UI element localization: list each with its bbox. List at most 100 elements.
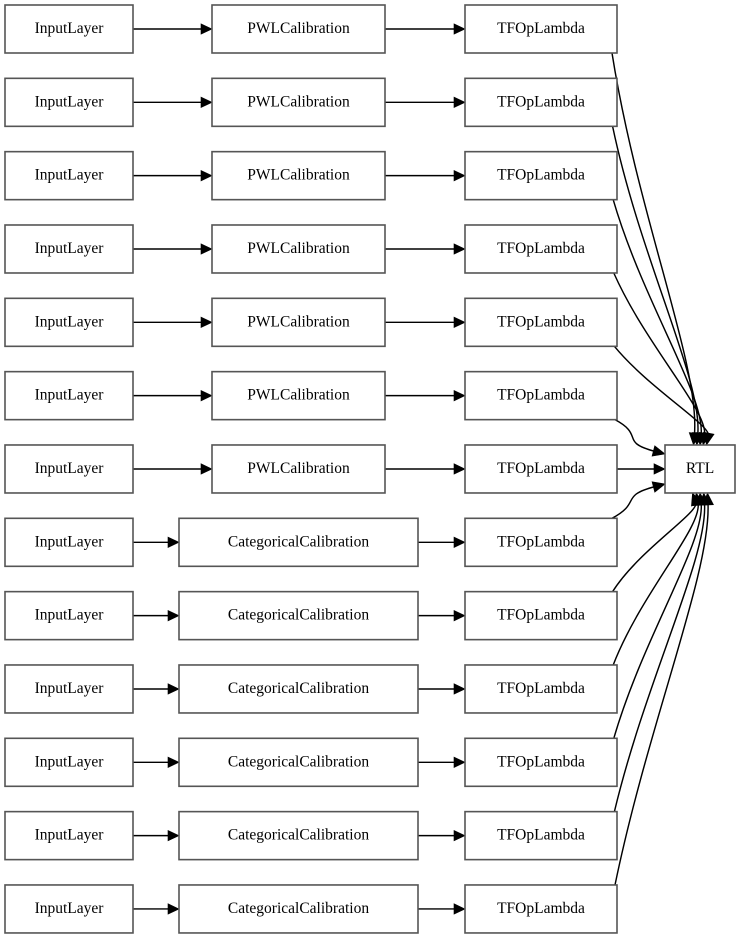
node-tfoplambda-12[interactable]: TFOpLambda [464,810,618,861]
node-input-layer-11[interactable]: InputLayer [4,737,134,788]
edge-input-to-calibration-3-arrowhead [200,169,213,182]
edge-lambda-to-rtl-5 [613,345,715,446]
node-tfoplambda-10-box [464,664,618,714]
node-calibration-11-label: CategoricalCalibration [228,753,369,770]
node-calibration-13-box [178,884,419,934]
node-calibration-4[interactable]: PWLCalibration [211,224,386,274]
node-calibration-10-box [178,664,419,714]
node-calibration-6[interactable]: PWLCalibration [211,370,386,421]
node-calibration-10[interactable]: CategoricalCalibration [178,664,419,714]
edge-calibration-to-lambda-9-arrowhead [453,609,466,622]
node-tfoplambda-13[interactable]: TFOpLambda [464,884,618,934]
edge-lambda-to-rtl-4-line [613,272,706,436]
edge-calibration-to-lambda-4-arrowhead [453,243,466,255]
node-input-layer-8-label: InputLayer [35,533,105,550]
node-tfoplambda-11[interactable]: TFOpLambda [464,737,618,788]
edge-input-to-calibration-11-arrowhead [167,756,180,768]
node-tfoplambda-3[interactable]: TFOpLambda [464,150,618,201]
node-tfoplambda-13-box [464,884,618,934]
node-input-layer-13-label: InputLayer [35,900,105,917]
node-calibration-7[interactable]: PWLCalibration [211,444,386,494]
node-calibration-7-box [211,444,386,494]
node-input-layer-7[interactable]: InputLayer [4,444,134,494]
node-calibration-13[interactable]: CategoricalCalibration [178,884,419,934]
node-tfoplambda-2[interactable]: TFOpLambda [464,77,618,128]
node-input-layer-8[interactable]: InputLayer [4,517,134,568]
node-tfoplambda-13-label: TFOpLambda [497,900,585,917]
edge-input-to-calibration-12 [133,829,180,842]
node-calibration-9[interactable]: CategoricalCalibration [178,590,419,641]
node-tfoplambda-9-box [464,590,618,641]
edge-lambda-to-rtl-13 [614,492,714,886]
node-calibration-1[interactable]: PWLCalibration [211,4,386,54]
node-calibration-2[interactable]: PWLCalibration [211,77,386,128]
edge-input-to-calibration-11 [133,756,180,768]
node-tfoplambda-1[interactable]: TFOpLambda [464,4,618,54]
node-tfoplambda-11-label: TFOpLambda [497,753,585,770]
node-tfoplambda-7[interactable]: TFOpLambda [464,444,618,494]
edge-input-to-calibration-6-arrowhead [200,389,213,402]
edge-calibration-to-lambda-1 [385,23,466,35]
node-tfoplambda-1-box [464,4,618,54]
edge-input-to-calibration-12-arrowhead [167,829,180,842]
node-tfoplambda-5-label: TFOpLambda [497,313,585,330]
node-tfoplambda-9[interactable]: TFOpLambda [464,590,618,641]
node-input-layer-4[interactable]: InputLayer [4,224,134,274]
edge-calibration-to-lambda-10-arrowhead [453,683,466,695]
edge-calibration-to-lambda-3 [385,169,466,182]
node-calibration-3-box [211,150,386,201]
node-rtl-label: RTL [686,460,714,477]
node-tfoplambda-4-box [464,224,618,274]
edge-calibration-to-lambda-13 [418,903,466,915]
node-calibration-8-label: CategoricalCalibration [228,533,369,550]
node-tfoplambda-4-label: TFOpLambda [497,240,585,257]
node-input-layer-9-label: InputLayer [35,607,105,624]
node-calibration-5-box [211,297,386,348]
node-input-layer-5[interactable]: InputLayer [4,297,134,348]
node-calibration-11[interactable]: CategoricalCalibration [178,737,419,788]
node-tfoplambda-11-box [464,737,618,788]
node-tfoplambda-6[interactable]: TFOpLambda [464,370,618,421]
node-input-layer-6-label: InputLayer [35,387,105,404]
node-calibration-12[interactable]: CategoricalCalibration [178,810,419,861]
node-input-layer-2[interactable]: InputLayer [4,77,134,128]
node-input-layer-13[interactable]: InputLayer [4,884,134,934]
edge-calibration-to-lambda-11 [418,756,466,768]
node-calibration-11-box [178,737,419,788]
edge-input-to-calibration-6 [133,389,213,402]
node-calibration-5[interactable]: PWLCalibration [211,297,386,348]
edge-calibration-to-lambda-10 [418,683,466,695]
edge-lambda-to-rtl-9-line [611,502,697,593]
node-input-layer-12[interactable]: InputLayer [4,810,134,861]
edge-lambda-to-rtl-8-line [611,485,656,519]
node-input-layer-1[interactable]: InputLayer [4,4,134,54]
node-input-layer-9[interactable]: InputLayer [4,590,134,641]
edge-input-to-calibration-2 [133,96,213,109]
edge-input-to-calibration-13 [133,903,180,915]
node-calibration-3[interactable]: PWLCalibration [211,150,386,201]
edge-input-to-calibration-1 [133,23,213,35]
node-calibration-8[interactable]: CategoricalCalibration [178,517,419,568]
node-input-layer-3[interactable]: InputLayer [4,150,134,201]
node-tfoplambda-12-box [464,810,618,861]
node-tfoplambda-8[interactable]: TFOpLambda [464,517,618,568]
node-tfoplambda-5-box [464,297,618,348]
node-tfoplambda-3-box [464,150,618,201]
edge-lambda-to-rtl-5-arrowhead [703,431,715,446]
node-input-layer-10-box [4,664,134,714]
node-input-layer-6[interactable]: InputLayer [4,370,134,421]
edge-input-to-calibration-7-arrowhead [200,463,213,475]
node-input-layer-10[interactable]: InputLayer [4,664,134,714]
edge-lambda-to-rtl-7-arrowhead [653,463,666,475]
node-rtl[interactable]: RTL [664,444,736,494]
node-tfoplambda-4[interactable]: TFOpLambda [464,224,618,274]
node-tfoplambda-10[interactable]: TFOpLambda [464,664,618,714]
edge-lambda-to-rtl-8-arrowhead [651,481,666,493]
edge-input-to-calibration-2-arrowhead [200,96,213,109]
node-calibration-4-label: PWLCalibration [247,240,350,257]
edge-lambda-to-rtl-13-arrowhead [702,492,714,506]
edge-lambda-to-rtl-11-line [613,502,702,739]
node-input-layer-13-box [4,884,134,934]
node-tfoplambda-5[interactable]: TFOpLambda [464,297,618,348]
